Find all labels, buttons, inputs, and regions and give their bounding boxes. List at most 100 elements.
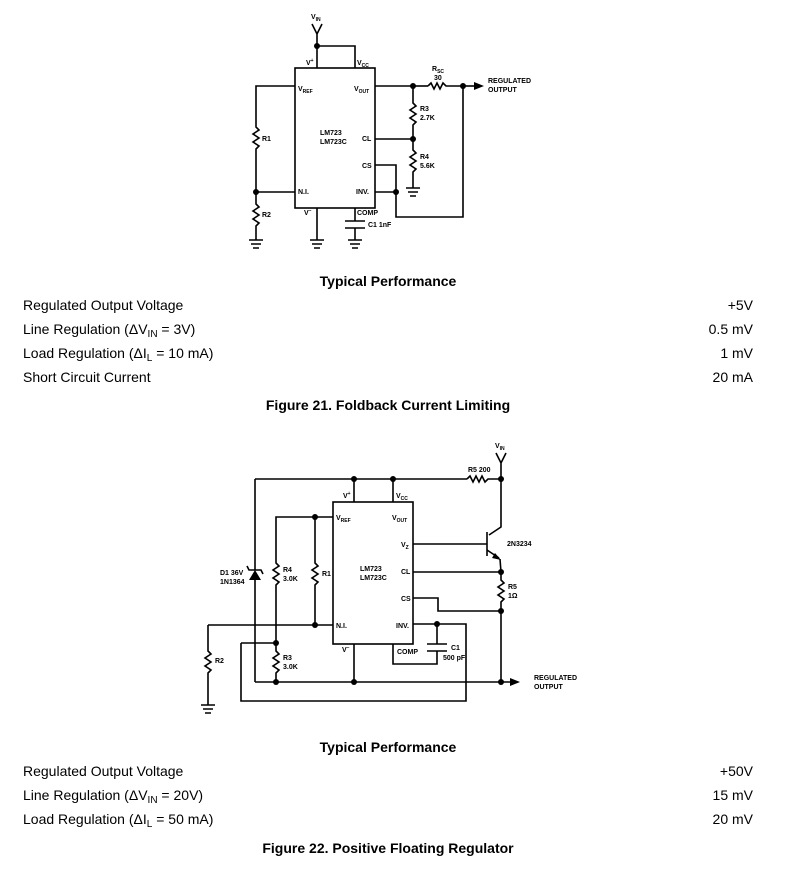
vminus-pin-label: V−: [342, 645, 350, 654]
r4-value: 3.0K: [283, 576, 298, 583]
rsc-label: RSC: [432, 66, 444, 75]
perf-row: Line Regulation (ΔVIN = 3V) 0.5 mV: [23, 321, 753, 340]
perf-row-label: Line Regulation (ΔVIN = 3V): [23, 321, 196, 340]
perf-row-label: Regulated Output Voltage: [23, 297, 184, 313]
perf-row: Line Regulation (ΔVIN = 20V) 15 mV: [23, 787, 753, 806]
c1-capacitor-icon: [345, 220, 365, 229]
vout-pin-label: VOUT: [392, 515, 407, 524]
vref-pin-label: VREF: [336, 515, 351, 524]
r3-value: 2.7K: [420, 115, 435, 122]
d1-label-line1: D1 36V: [220, 570, 244, 577]
vin-terminal-icon: [311, 23, 323, 46]
vout-pin-label: VOUT: [354, 86, 369, 95]
r3-label: R3: [420, 106, 429, 113]
figure-22-caption: Figure 22. Positive Floating Regulator: [262, 840, 514, 856]
r3-label: R3: [283, 655, 292, 662]
vcc-pin-label: VCC: [357, 60, 369, 69]
r4-label: R4: [283, 567, 292, 574]
perf-row: Short Circuit Current 20 mA: [23, 369, 753, 387]
output-arrow-icon: [474, 82, 484, 90]
r2-label: R2: [215, 658, 224, 665]
r4-label: R4: [420, 154, 429, 161]
comp-pin-label: COMP: [357, 210, 378, 217]
ground-icon: [201, 704, 215, 714]
vcc-pin-label: VCC: [396, 493, 408, 502]
cl-pin-label: CL: [362, 136, 372, 143]
r2-resistor-icon: [251, 192, 261, 240]
r3-value: 3.0K: [283, 664, 298, 671]
r1-label: R1: [262, 136, 271, 143]
figure-21-schematic: VIN V+ VCC VREF VOUT LM723 LM723C CL CS …: [249, 14, 531, 249]
perf-row-value: 20 mA: [712, 369, 753, 385]
d1-label-line2: 1N1364: [220, 579, 245, 586]
cs-pin-label: CS: [401, 596, 411, 603]
ground-icon: [348, 239, 362, 249]
ground-icon: [406, 187, 420, 197]
r1-resistor-icon: [310, 560, 320, 625]
perf-row-value: 20 mV: [712, 811, 753, 827]
r5-200-label: R5 200: [468, 467, 491, 474]
ni-pin-label: N.I.: [298, 189, 309, 196]
d1-zener-diode-icon: [246, 565, 264, 580]
perf-row-label: Regulated Output Voltage: [23, 763, 184, 779]
rsc-value: 30: [434, 75, 442, 82]
perf-row: Load Regulation (ΔIL = 10 mA) 1 mV: [23, 345, 753, 364]
vminus-pin-label: V−: [304, 208, 312, 217]
ni-pin-label: N.I.: [336, 623, 347, 630]
vz-pin-label: VZ: [401, 542, 409, 551]
ground-icon: [310, 239, 324, 249]
r1-label: R1: [322, 571, 331, 578]
cs-pin-label: CS: [362, 163, 372, 170]
figure-21-caption: Figure 21. Foldback Current Limiting: [265, 397, 511, 413]
figure-21-perf-title: Typical Performance: [319, 273, 457, 289]
c1-capacitor-icon: [427, 643, 447, 652]
r3-resistor-icon: [408, 86, 418, 139]
r4-resistor-icon: [271, 560, 281, 643]
perf-row: Load Regulation (ΔIL = 50 mA) 20 mV: [23, 811, 753, 830]
output-label-line2: OUTPUT: [488, 87, 518, 94]
perf-row-label: Line Regulation (ΔVIN = 20V): [23, 787, 204, 806]
c1-label: C1: [451, 645, 460, 652]
comp-pin-label: COMP: [397, 649, 418, 656]
output-arrow-icon: [510, 678, 520, 686]
figure-22-perf-title: Typical Performance: [319, 739, 457, 755]
rsc-resistor-icon: [427, 81, 463, 91]
vplus-pin-label: V+: [343, 491, 351, 500]
ic-lm723-box: [294, 67, 376, 209]
figure-22-schematic: VIN R5 200 V+ VCC VREF VOUT VZ LM723 LM7…: [201, 443, 577, 714]
inv-pin-label: INV.: [356, 189, 369, 196]
r5-200-resistor-icon: [466, 474, 501, 484]
perf-row: Regulated Output Voltage +5V: [23, 297, 753, 315]
ic-name-line2: LM723C: [360, 575, 387, 582]
r3-resistor-icon: [271, 643, 281, 682]
output-label-line1: REGULATED: [534, 675, 577, 682]
inv-pin-label: INV.: [396, 623, 409, 630]
junction-dot: [351, 679, 357, 685]
r5-resistor-icon: [496, 572, 506, 611]
r4-resistor-icon: [408, 139, 418, 188]
ic-name-line1: LM723: [360, 566, 382, 573]
cl-pin-label: CL: [401, 569, 411, 576]
r1-resistor-icon: [251, 124, 261, 192]
perf-row-value: +50V: [719, 763, 753, 779]
perf-row-label: Load Regulation (ΔIL = 10 mA): [23, 345, 214, 364]
c1-label: C1 1nF: [368, 222, 392, 229]
vin-label: VIN: [311, 14, 321, 23]
r4-value: 5.6K: [420, 163, 435, 170]
ground-icon: [249, 239, 263, 249]
transistor-label: 2N3234: [507, 541, 532, 548]
r5-value: 1Ω: [508, 593, 518, 600]
c1-value: 500 pF: [443, 655, 466, 662]
perf-row-value: 0.5 mV: [708, 321, 753, 337]
vref-pin-label: VREF: [298, 86, 313, 95]
ic-name-line2: LM723C: [320, 139, 347, 146]
perf-row-value: 1 mV: [720, 345, 753, 361]
vin-label: VIN: [495, 443, 505, 452]
ic-lm723-box: [332, 501, 414, 645]
r2-label: R2: [262, 212, 271, 219]
perf-row-label: Short Circuit Current: [23, 369, 151, 385]
r2-resistor-icon: [203, 625, 213, 705]
vin-terminal-icon: [495, 452, 507, 479]
perf-row: Regulated Output Voltage +50V: [23, 763, 753, 781]
perf-row-value: +5V: [727, 297, 753, 313]
